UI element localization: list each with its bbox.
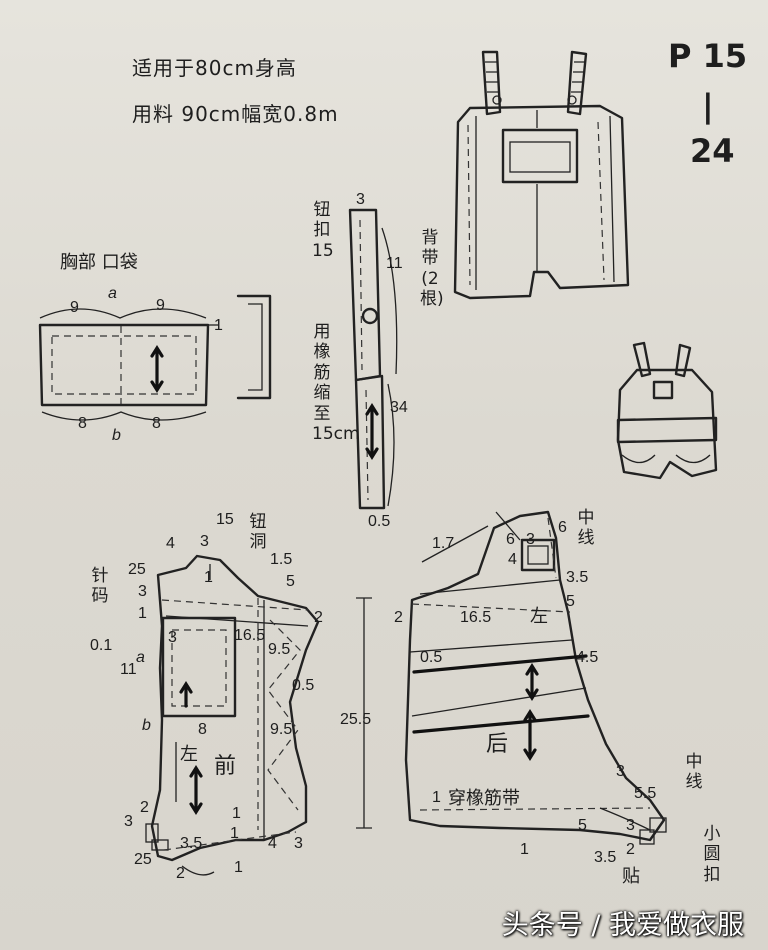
strap-bottom-length: 34 [390, 399, 408, 416]
back-n35-bottom: 3.5 [594, 849, 617, 866]
watermark-bar: 头条号 / 我爱做衣服 [0, 906, 768, 950]
front-n1-bottom: 1 [232, 805, 241, 822]
page-code-dash: | [702, 87, 714, 125]
front-n1-foot: 1 [234, 859, 243, 876]
front-label: 前 [214, 754, 237, 779]
back-n55: 5.5 [634, 785, 657, 802]
front-n2-bottom: 2 [176, 865, 185, 882]
pocket-bottom-right: 8 [152, 415, 161, 432]
overall-illustration-large [453, 50, 630, 300]
pocket-bottom-mark: b [112, 427, 121, 444]
back-n2-bottom: 2 [626, 841, 635, 858]
front-n2: 2 [314, 609, 323, 626]
front-n25-top: 25 [128, 561, 146, 578]
back-n17: 1.7 [432, 535, 455, 552]
back-label: 后 [486, 732, 509, 757]
front-n4-bottom: 4 [268, 835, 277, 852]
strap-top-length: 11 [386, 255, 403, 272]
watermark-text: 头条号 / 我爱做衣服 [501, 910, 744, 941]
front-n05: 0.5 [292, 677, 315, 694]
fabric-spec: 用料 90cm幅宽0.8m [132, 102, 339, 126]
strap-title: 背带(2根) [420, 228, 444, 310]
front-mark-a: a [136, 649, 145, 666]
front-n95a: 9.5 [268, 641, 291, 658]
front-n15: 15 [216, 511, 234, 528]
front-n11: 11 [120, 661, 137, 678]
back-n5-bottom: 5 [578, 817, 587, 834]
page-code-top: P 15 [668, 37, 748, 75]
front-n165: 16.5 [234, 627, 266, 644]
size-spec: 适用于80cm身高 [132, 56, 297, 80]
front-mark-b: b [142, 717, 151, 734]
back-n2: 2 [394, 609, 403, 626]
front-n3-top: 3 [200, 533, 209, 550]
strap-bottom-width: 0.5 [368, 513, 391, 530]
front-n3-b: 3 [168, 629, 177, 646]
back-n6b: 6 [558, 519, 567, 536]
back-n1: 1 [432, 789, 441, 806]
pocket-title: 胸部 口袋 [60, 252, 138, 273]
pocket-side: 1 [214, 317, 223, 334]
front-n25-bottom: 25 [134, 851, 152, 868]
strap-piece [348, 208, 398, 510]
back-n3-crotch: 3 [616, 763, 625, 780]
back-n3-bottom: 3 [626, 817, 635, 834]
front-n3-a: 3 [138, 583, 147, 600]
pocket-bottom-left: 8 [78, 415, 87, 432]
back-n4: 4 [508, 551, 517, 568]
front-n15b: 1.5 [270, 551, 293, 568]
front-left-mark: 左 [180, 744, 198, 765]
front-n3-bottom: 3 [294, 835, 303, 852]
pocket-top-left: 9 [70, 299, 79, 316]
back-n05: 0.5 [420, 649, 443, 666]
front-n8: 8 [198, 721, 207, 738]
overall-illustration-small [616, 341, 718, 480]
right-center-line: 中线 [685, 752, 703, 793]
right-small-button: 小圆扣 [703, 824, 721, 885]
back-n5: 5 [566, 593, 575, 610]
chest-pocket [38, 294, 272, 421]
back-panel [404, 510, 667, 845]
front-panel [145, 554, 372, 876]
front-n2-left: 2 [140, 799, 149, 816]
page-code-bottom: 24 [690, 132, 735, 170]
back-center-line: 中线 [577, 508, 595, 549]
front-n3-left: 3 [124, 813, 133, 830]
side-measure: 25.5 [340, 711, 372, 728]
front-margin-label: 针码 [91, 566, 109, 607]
strap-elastic-label: 用橡筋缩至15cm [312, 322, 360, 444]
strap-width: 3 [356, 191, 365, 208]
back-n3: 3 [526, 531, 535, 548]
back-elastic-band: 穿橡筋带 [448, 788, 520, 809]
front-n35: 3.5 [180, 835, 203, 852]
front-n1-top: 1 [204, 569, 213, 586]
back-n165: 16.5 [460, 609, 492, 626]
front-n5: 5 [286, 573, 295, 590]
back-n35: 3.5 [566, 569, 589, 586]
pocket-top-mark: a [108, 285, 117, 302]
back-left-mark: 左 [530, 606, 548, 627]
front-n1-bottom2: 1 [230, 825, 239, 842]
front-n95b: 9.5 [270, 721, 293, 738]
back-n1-bottom: 1 [520, 841, 529, 858]
front-buttonhole: 钮洞 [249, 512, 267, 553]
front-n4: 4 [166, 535, 175, 552]
right-snap: 贴 [622, 866, 640, 887]
back-n45: 4.5 [576, 649, 599, 666]
front-n1-a: 1 [138, 605, 147, 622]
strap-button-label: 钮扣15 [312, 200, 334, 261]
pocket-top-right: 9 [156, 297, 165, 314]
back-n6a: 6 [506, 531, 515, 548]
front-margin-value: 0.1 [90, 637, 113, 654]
